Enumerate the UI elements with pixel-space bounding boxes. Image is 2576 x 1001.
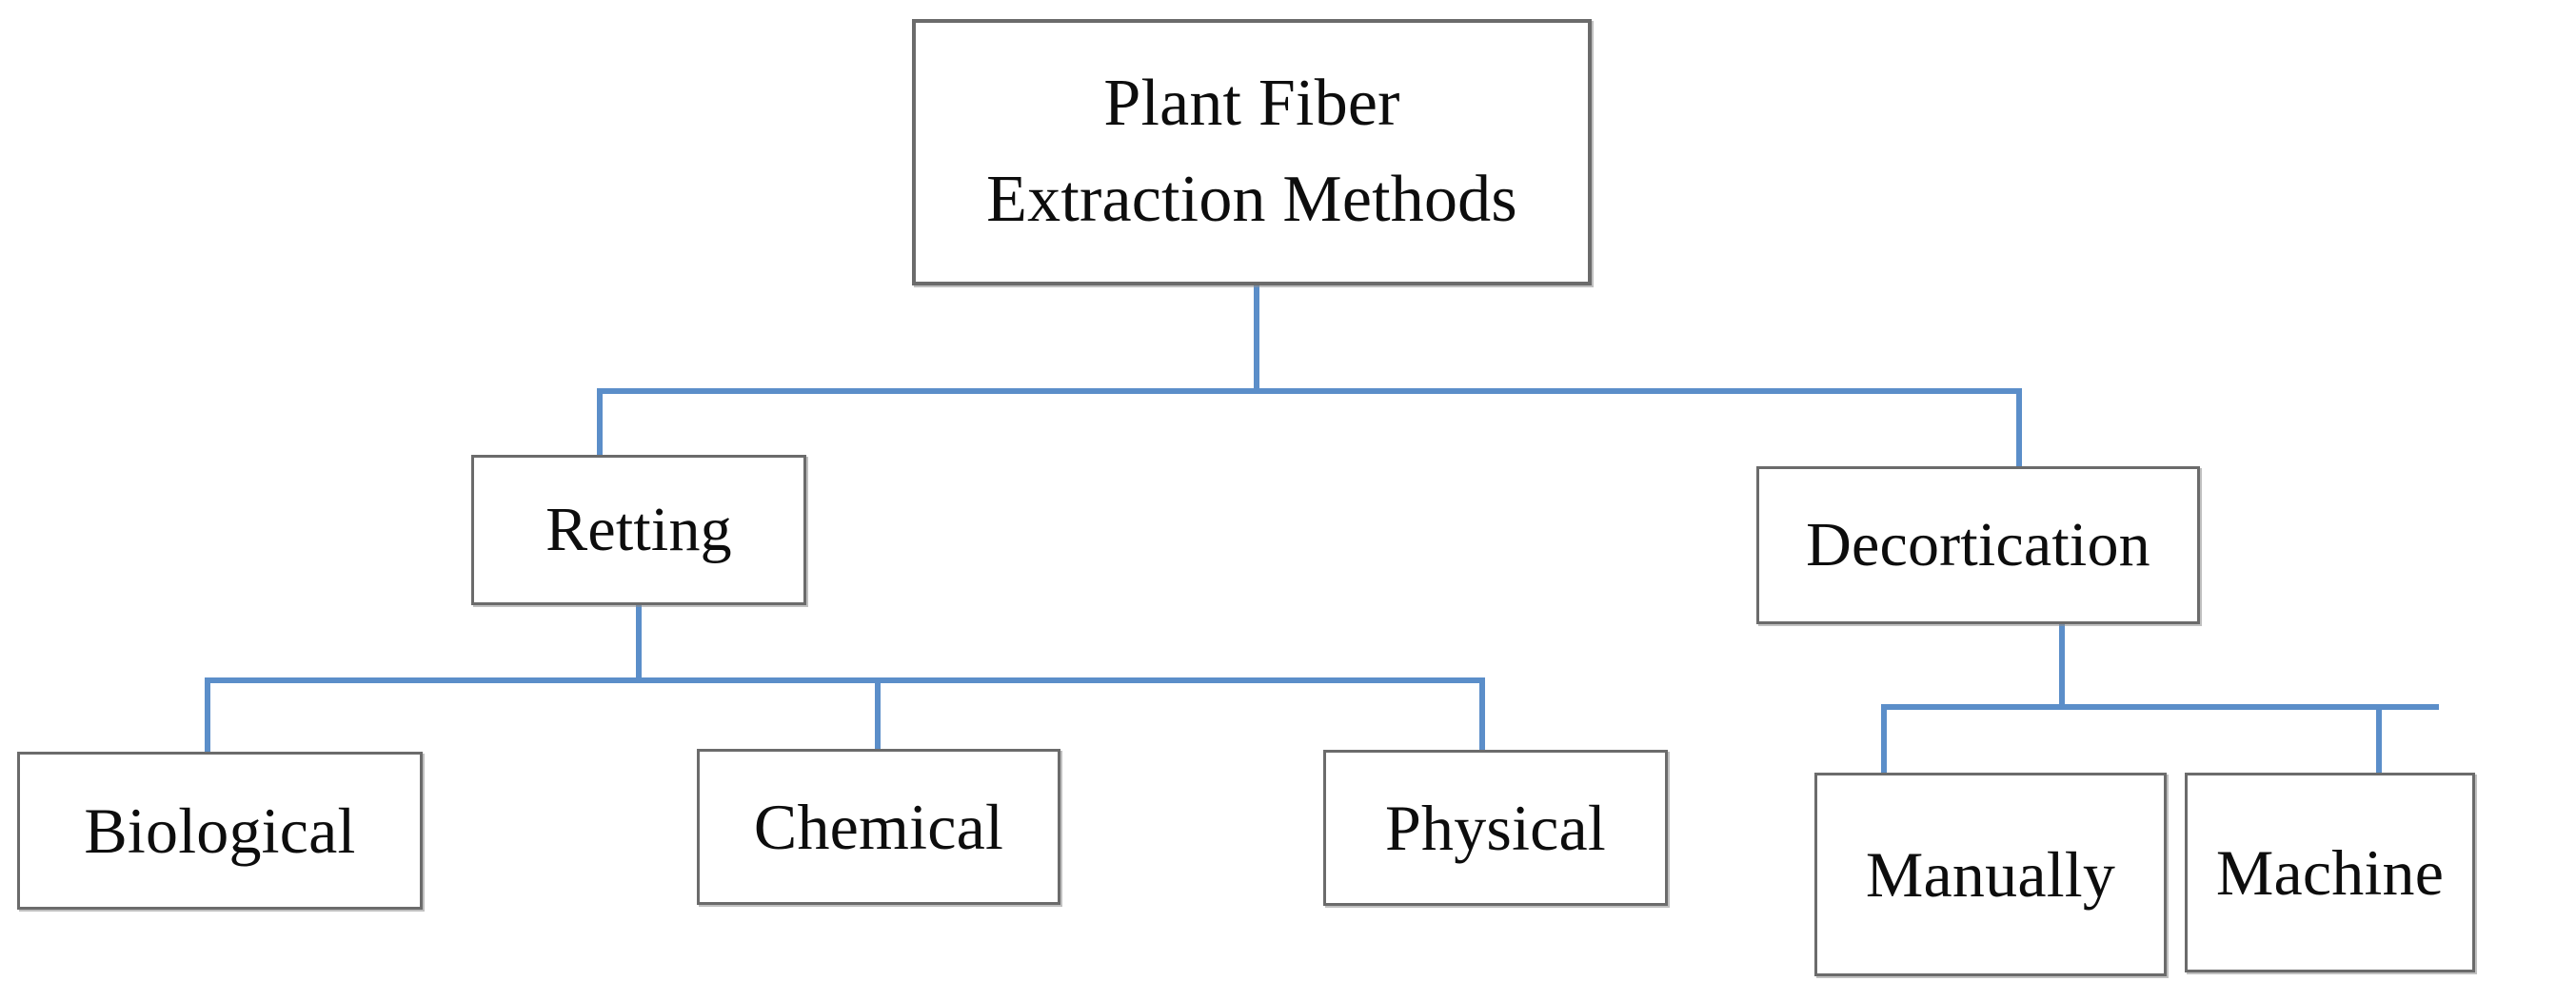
node-machine[interactable]: Machine bbox=[2185, 773, 2475, 972]
node-physical[interactable]: Physical bbox=[1323, 750, 1668, 906]
node-biological-label: Biological bbox=[84, 794, 356, 867]
connector-to-retting bbox=[597, 388, 603, 464]
connector-to-biological bbox=[205, 677, 210, 759]
node-chemical-label: Chemical bbox=[753, 790, 1004, 863]
node-decortication-label: Decortication bbox=[1806, 510, 2150, 580]
node-chemical[interactable]: Chemical bbox=[697, 749, 1060, 905]
node-manually-label: Manually bbox=[1865, 837, 2116, 911]
connector-to-manually bbox=[1881, 704, 1887, 782]
connector-to-machine bbox=[2376, 704, 2382, 782]
connector-decortication-stem bbox=[2059, 622, 2065, 708]
node-physical-label: Physical bbox=[1384, 791, 1607, 864]
node-root-label-line2: Extraction Methods bbox=[986, 163, 1517, 236]
node-retting[interactable]: Retting bbox=[471, 455, 806, 605]
node-biological[interactable]: Biological bbox=[17, 752, 423, 910]
node-plant-fiber-extraction-methods[interactable]: Plant Fiber Extraction Methods bbox=[912, 19, 1592, 285]
connector-retting-stem bbox=[636, 603, 642, 683]
connector-decortication-bus bbox=[1881, 704, 2439, 710]
connector-root-stem bbox=[1254, 284, 1259, 392]
node-root-label-line1: Plant Fiber bbox=[1103, 67, 1400, 141]
connector-retting-bus bbox=[205, 677, 1485, 683]
node-manually[interactable]: Manually bbox=[1814, 773, 2167, 976]
connector-to-decortication bbox=[2016, 388, 2022, 476]
node-decortication[interactable]: Decortication bbox=[1756, 466, 2200, 624]
connector-level2-bus bbox=[597, 388, 2022, 394]
connector-to-physical bbox=[1479, 677, 1485, 757]
node-machine-label: Machine bbox=[2215, 835, 2445, 909]
node-retting-label: Retting bbox=[545, 495, 732, 565]
connector-to-chemical bbox=[875, 677, 881, 757]
